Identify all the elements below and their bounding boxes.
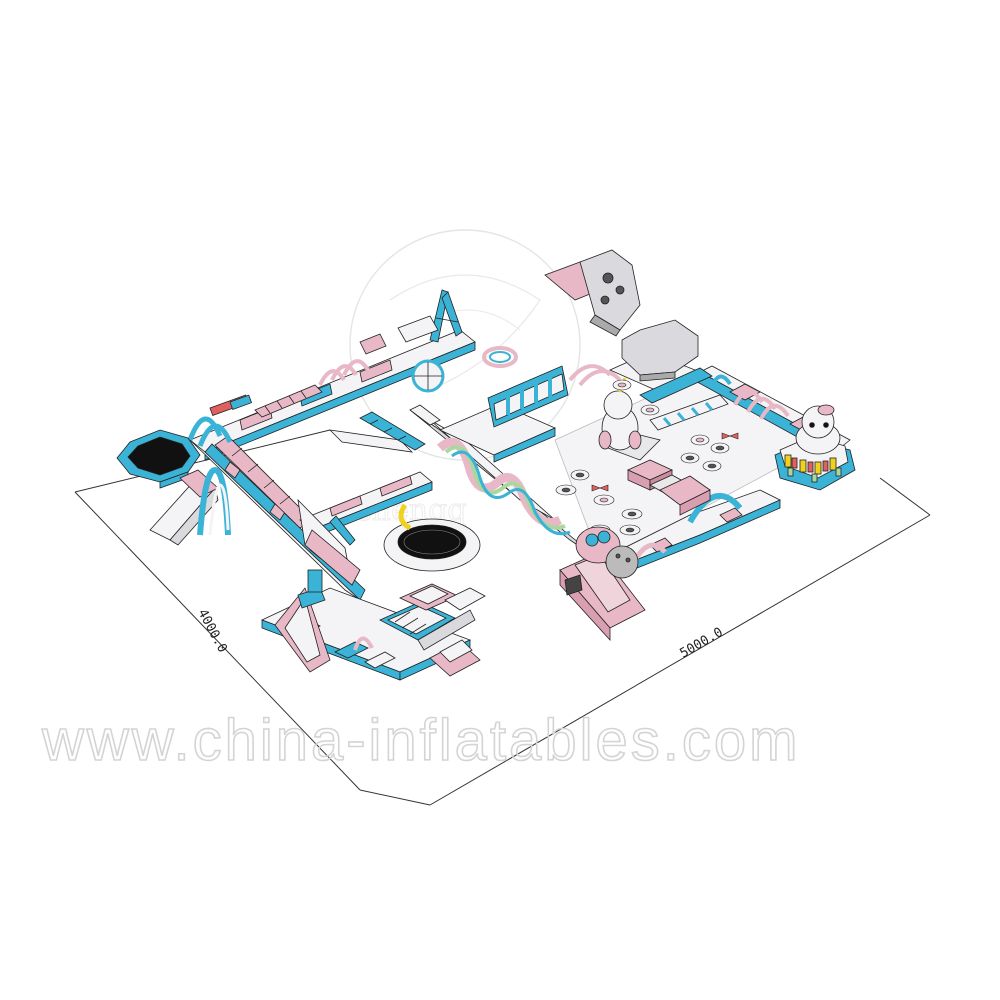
floating-ring — [482, 346, 518, 368]
slide-tower-left — [149, 466, 231, 546]
octagon-trampoline — [116, 429, 201, 489]
climbing-rock — [544, 249, 641, 337]
center-bridge — [439, 364, 622, 463]
width-dimension-label: 5000.0 — [678, 625, 726, 661]
unicorn-mascot — [598, 377, 661, 461]
climbing-tower-front — [379, 583, 486, 677]
floating-rings — [555, 379, 739, 536]
dimension-frame — [74, 429, 931, 806]
left-track-section — [187, 289, 476, 601]
pink-block-platforms — [627, 459, 711, 516]
mascot-tower — [774, 404, 856, 491]
depth-dimension-label: 4000.0 — [194, 607, 229, 656]
a-frame-tower — [429, 289, 463, 343]
floating-ball — [411, 359, 445, 393]
round-trampoline — [383, 503, 481, 572]
octagon-platform — [621, 319, 699, 382]
mascot-slide-front — [559, 526, 646, 642]
hoop-tunnel — [318, 359, 370, 386]
swing-arch — [187, 416, 233, 447]
wave-slide — [409, 404, 601, 561]
watermark-site-text: www.china-inflatables.com — [41, 708, 800, 773]
ladder-bridge — [254, 384, 323, 418]
wedge-slide — [297, 498, 361, 587]
